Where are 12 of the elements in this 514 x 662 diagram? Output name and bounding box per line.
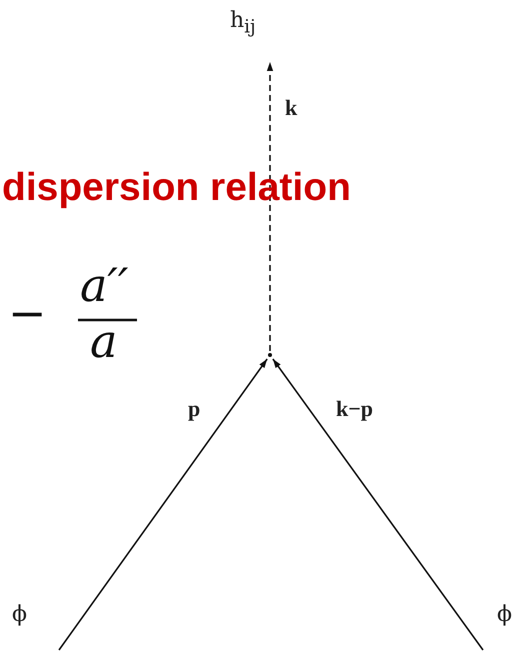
particle-label: h$_{ij}$	[230, 10, 256, 37]
propagator-arrow	[272, 358, 484, 650]
propagator-arrow	[58, 358, 268, 650]
heading-text: dispersion relation	[2, 168, 351, 207]
denominator-term: a	[90, 318, 118, 364]
particle-label: ϕ	[497, 604, 512, 626]
particle-label: ϕ	[12, 604, 27, 626]
numerator-term: a′′	[80, 262, 128, 308]
vertex-point	[268, 353, 272, 357]
minus-sign: −	[8, 290, 47, 336]
momentum-label: k−p	[334, 398, 376, 420]
dashed-propagator-arrow	[266, 62, 274, 351]
